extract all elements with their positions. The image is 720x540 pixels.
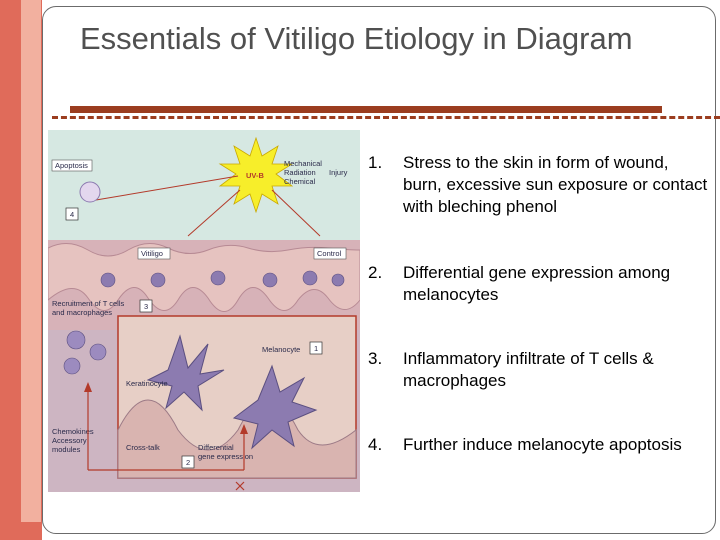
apoptotic-cell [79,181,101,203]
melanocyte-label: Melanocyte [262,345,300,354]
melanocyte-cells [100,270,345,288]
melanocyte-shape-left [146,334,225,412]
sun-icon [218,136,294,214]
chemical-label: Chemical [284,177,316,186]
apoptosis-label: Apoptosis [55,161,88,170]
chemokines-label-1: Chemokines [52,427,94,436]
point-4: 4. Further induce melanocyte apoptosis [368,434,682,456]
point-2: 2. Differential gene expression among me… [368,262,708,306]
title-underline [70,106,662,113]
point-3: 3. Inflammatory infiltrate of T cells & … [368,348,708,392]
inset-papilla [117,399,357,479]
recruitment-label-1: Recruitment of T cells [52,299,124,308]
melanocyte-shape-right [232,364,318,450]
point-2-number: 2. [368,263,383,282]
marker-2: 2 [186,458,190,467]
point-4-number: 4. [368,435,383,454]
point-3-text: Inflammatory infiltrate of T cells & mac… [403,349,654,390]
control-label: Control [317,249,342,258]
differential-label-1: Differential [198,443,234,452]
chemokines-label-2: Accessory [52,436,87,445]
immune-cells [63,330,107,375]
accent-bar-inner [21,0,41,522]
chemokines-label-3: modules [52,445,81,454]
radiation-label: Radiation [284,168,316,177]
point-1: 1. Stress to the skin in form of wound, … [368,152,708,218]
mechanical-label: Mechanical [284,159,322,168]
slide-title: Essentials of Vitiligo Etiology in Diagr… [80,21,633,56]
recruitment-label-2: and macrophages [52,308,112,317]
keratinocyte-label: Keratinocyte [126,379,168,388]
vitiligo-label: Vitiligo [141,249,163,258]
point-2-text: Differential gene expression among melan… [403,263,671,304]
point-1-number: 1. [368,153,383,172]
point-4-text: Further induce melanocyte apoptosis [403,435,682,454]
injury-label: Injury [329,168,348,177]
marker-4: 4 [70,210,74,219]
marker-1: 1 [314,344,318,353]
crosstalk-label: Cross-talk [126,443,160,452]
uvb-label: UV-B [246,171,265,180]
marker-3: 3 [144,302,148,311]
vitiligo-diagram: UV-B Mechanical Radiation Chemical Injur… [48,130,360,492]
point-1-text: Stress to the skin in form of wound, bur… [403,153,708,216]
dashed-divider [52,116,720,119]
point-3-number: 3. [368,349,383,368]
differential-label-2: gene expression [198,452,253,461]
